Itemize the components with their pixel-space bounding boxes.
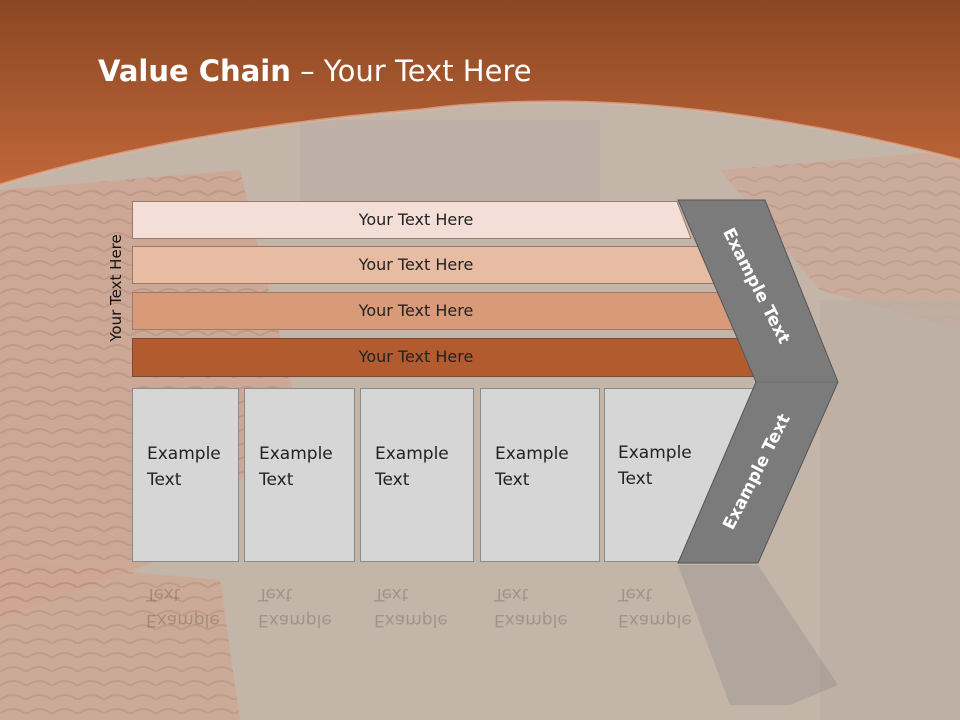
reflection-3: Example Text (360, 565, 474, 685)
reflection-3-line1: Example (374, 610, 448, 630)
reflection-5-line2: Text (618, 584, 653, 604)
reflection-4: Example Text (480, 565, 600, 685)
box-2-line2: Text (259, 470, 294, 490)
reflection-1-line1: Example (146, 610, 220, 630)
band-3-label: Your Text Here (358, 301, 474, 320)
box-5-line2: Text (618, 469, 653, 489)
reflection-1: Example Text (132, 565, 239, 685)
reflection-2: Example Text (244, 565, 355, 685)
title-rest: – Your Text Here (290, 54, 532, 88)
box-1-line2: Text (147, 470, 182, 490)
reflection-4-line2: Text (494, 584, 529, 604)
activity-box-3: Example Text (360, 388, 474, 562)
box-1-line1: Example (147, 444, 221, 464)
activity-box-4: Example Text (480, 388, 600, 562)
band-4-label: Your Text Here (358, 347, 474, 366)
reflection-2-line1: Example (258, 610, 332, 630)
box-2-line1: Example (259, 444, 333, 464)
chevron-reflection (678, 565, 838, 705)
activity-box-5: Example Text (604, 388, 714, 562)
page-title: Value Chain – Your Text Here (98, 54, 532, 88)
reflection-1-line2: Text (146, 584, 181, 604)
title-bold: Value Chain (98, 54, 291, 88)
box-5-line1: Example (618, 443, 692, 463)
box-3-line1: Example (375, 444, 449, 464)
reflection-4-line1: Example (494, 610, 568, 630)
band-1-label: Your Text Here (358, 210, 474, 229)
band-2-label: Your Text Here (358, 255, 474, 274)
activity-box-1: Example Text (132, 388, 239, 562)
side-label: Your Text Here (107, 234, 125, 342)
box-4-line2: Text (495, 470, 530, 490)
reflection-2-line2: Text (258, 584, 293, 604)
reflection-3-line2: Text (374, 584, 409, 604)
box-3-line2: Text (375, 470, 410, 490)
margin-chevron (677, 199, 839, 564)
box-4-line1: Example (495, 444, 569, 464)
activity-box-2: Example Text (244, 388, 355, 562)
